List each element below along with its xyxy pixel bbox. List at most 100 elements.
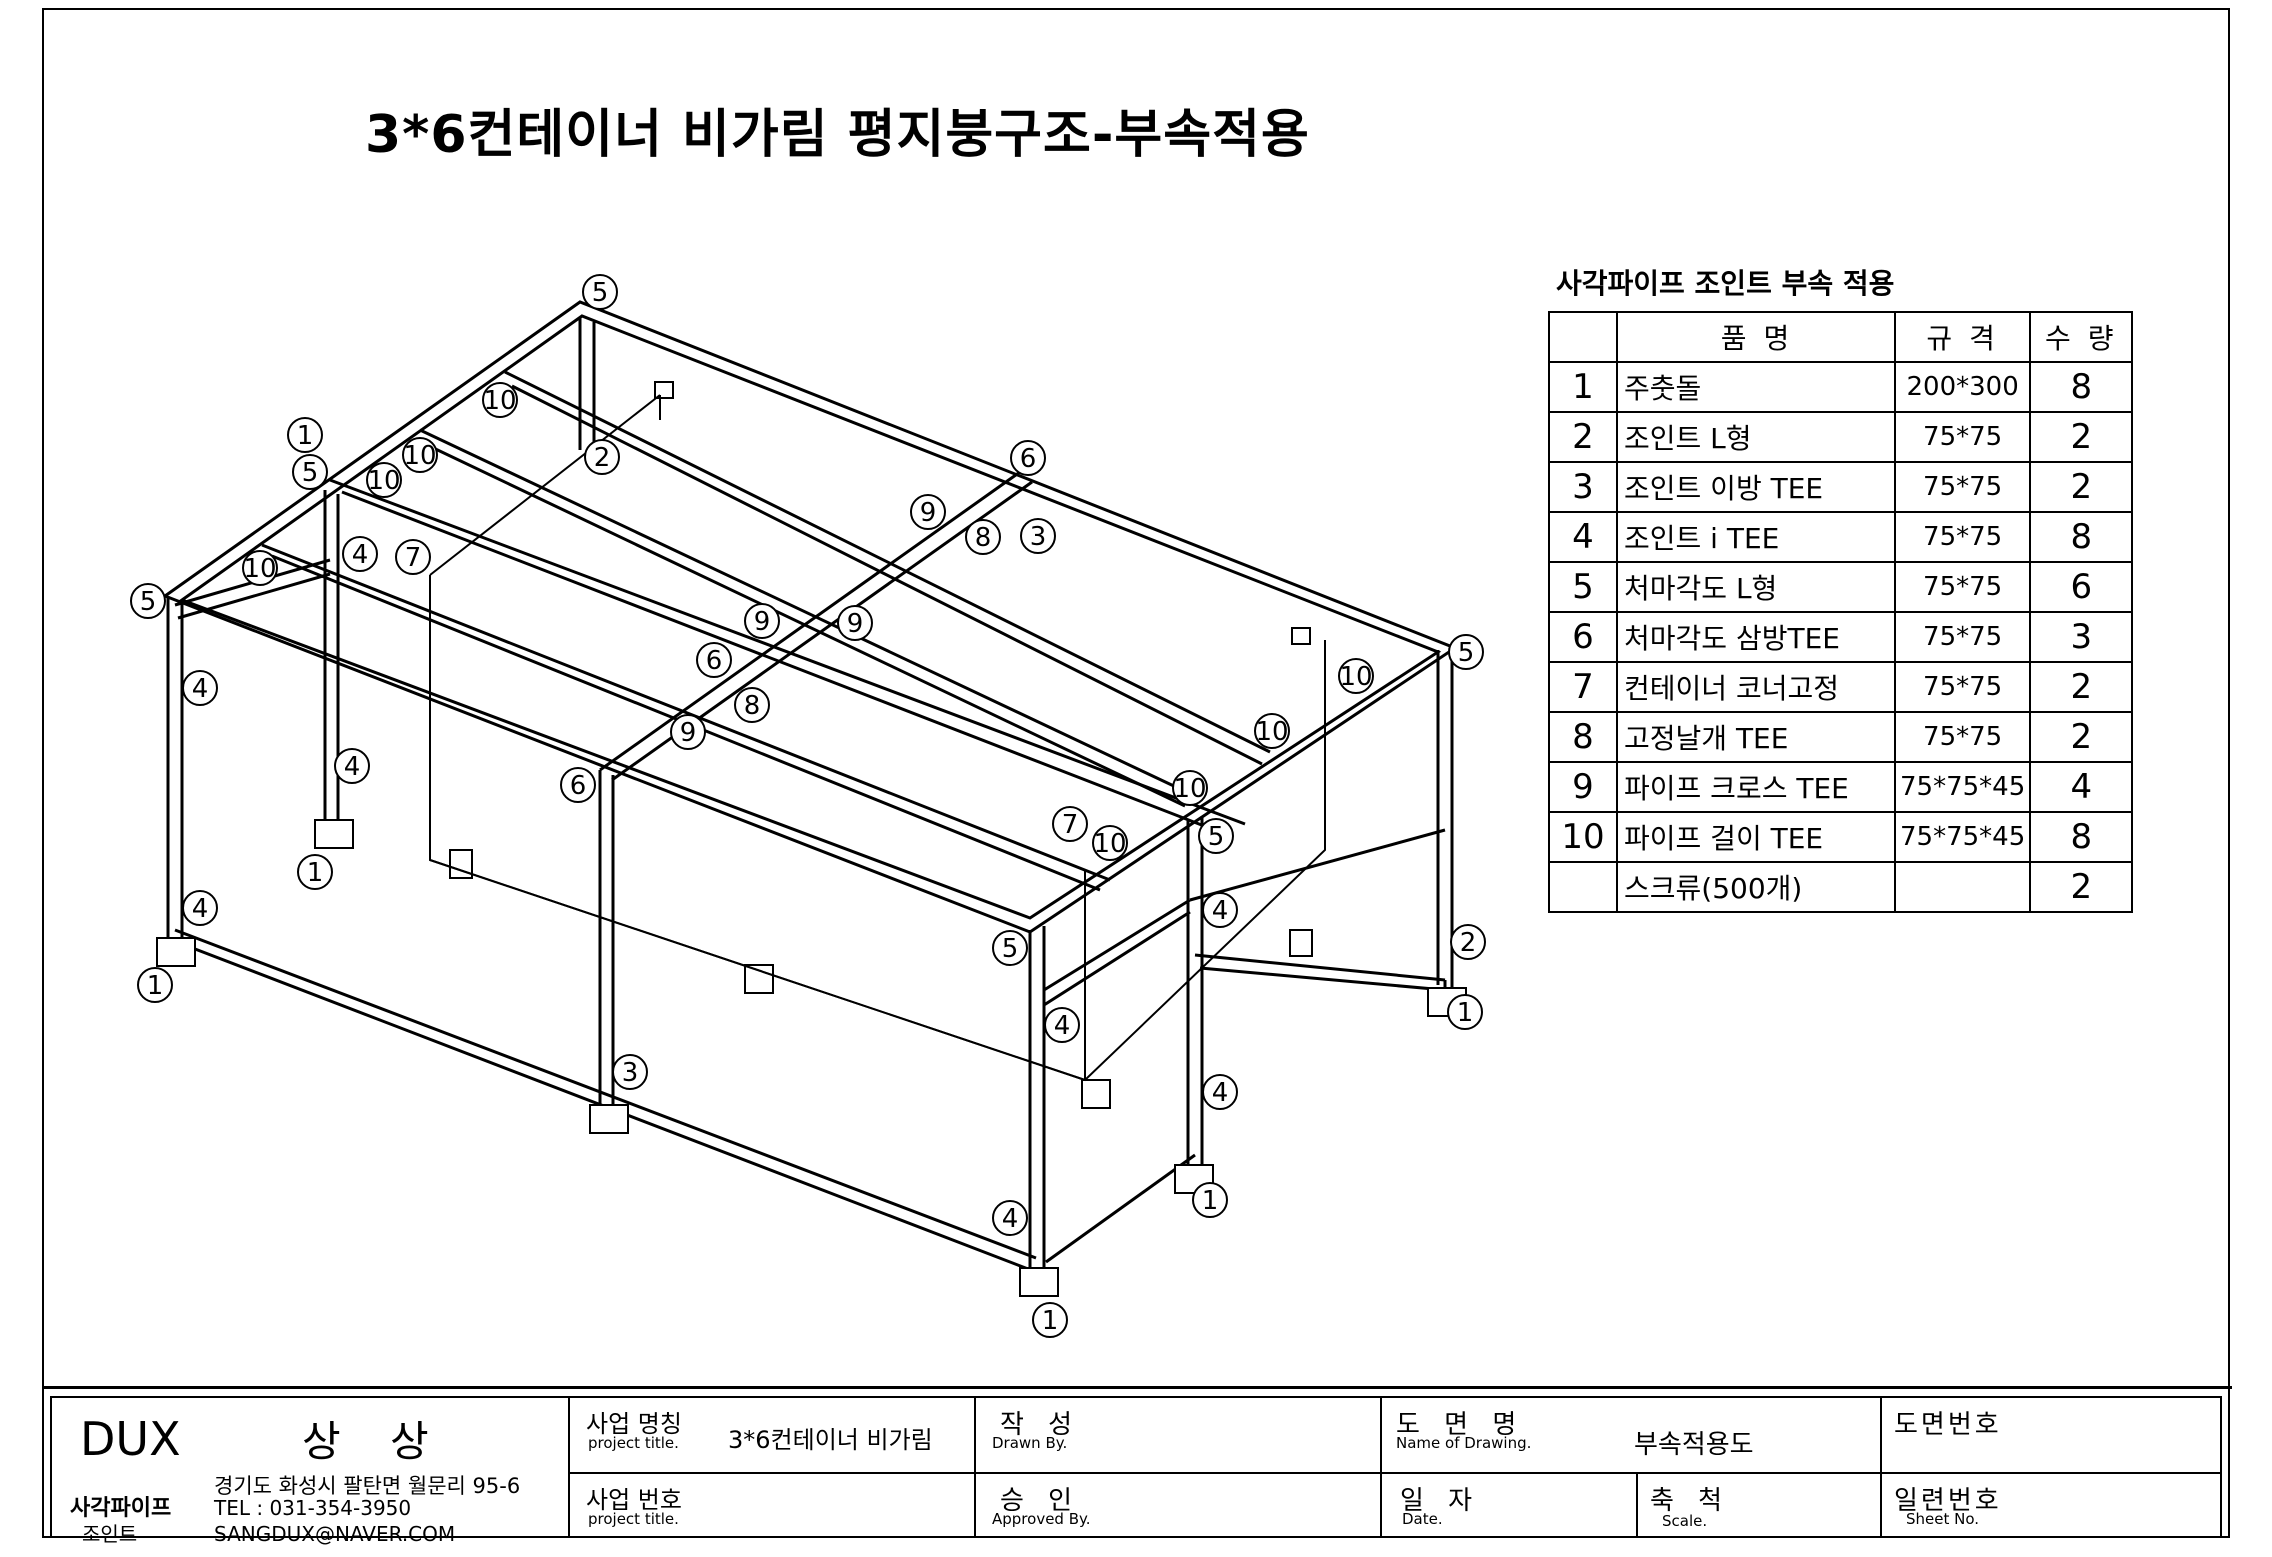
company-phone: TEL : 031-354-3950 [214, 1496, 412, 1520]
callout-circle [1020, 518, 1056, 554]
footing-stones [156, 819, 1467, 1297]
callout-number: 4 [192, 674, 209, 704]
callout-number: 9 [920, 498, 937, 528]
callout-number: 10 [367, 466, 400, 496]
callout-circle [582, 274, 618, 310]
project-no-label: 사업 번호 [586, 1486, 682, 1514]
mid-rail [1043, 898, 1191, 1007]
row-spec: 75*75 [1893, 711, 2032, 763]
project-name-value: 3*6컨테이너 비가림 [728, 1426, 933, 1454]
callout-10: 10 [482, 382, 518, 418]
callout-circle [366, 462, 402, 498]
callout-4: 4 [1202, 1074, 1238, 1110]
row-no: 9 [1548, 761, 1618, 813]
column [578, 318, 596, 455]
callout-4: 4 [334, 748, 370, 784]
callout-number: 8 [975, 523, 992, 553]
row-spec: 75*75 [1893, 561, 2032, 613]
callout-4: 4 [182, 670, 218, 706]
row-qty: 2 [2029, 661, 2134, 713]
callout-number: 4 [1002, 1204, 1019, 1234]
column [1028, 926, 1046, 1272]
callout-circle [992, 1200, 1028, 1236]
row-name: 조인트 i TEE [1616, 511, 1896, 563]
divider [1380, 1396, 1382, 1538]
row-no: 7 [1548, 661, 1618, 713]
bottom-rail [1194, 953, 1446, 992]
footing-stone [314, 819, 354, 849]
row-no [1548, 861, 1618, 913]
roof-center-beam [329, 478, 1246, 838]
callout-9: 9 [910, 494, 946, 530]
callout-5: 5 [130, 583, 166, 619]
container-corner-block [1291, 627, 1311, 645]
callout-number: 10 [483, 386, 516, 416]
callout-1: 1 [1032, 1302, 1068, 1338]
callout-number: 5 [1458, 638, 1475, 668]
callout-circle [292, 454, 328, 490]
row-no: 8 [1548, 711, 1618, 763]
approved-label: 승 인 [1000, 1486, 1081, 1516]
callout-circle [1044, 1007, 1080, 1043]
callout-circle [696, 642, 732, 678]
title-block-inner-right [2220, 1396, 2222, 1536]
callout-7: 7 [395, 539, 431, 575]
title-block-inner-left [50, 1396, 52, 1536]
row-qty: 8 [2029, 511, 2134, 563]
parts-table-title: 사각파이프 조인트 부속 적용 [1556, 267, 1895, 300]
callout-number: 1 [307, 858, 324, 888]
roof-purlin [504, 370, 1271, 766]
callout-4: 4 [342, 536, 378, 572]
row-spec: 75*75 [1893, 511, 2032, 563]
container-foot [1081, 1079, 1111, 1109]
row-no: 3 [1548, 461, 1618, 513]
company-address: 경기도 화성시 팔탄면 월문리 95-6 [214, 1474, 521, 1498]
row-name: 주춧돌 [1616, 361, 1896, 413]
row-spec [1893, 861, 2032, 913]
drawing-name-en: Name of Drawing. [1396, 1434, 1532, 1452]
callout-1: 1 [1192, 1182, 1228, 1218]
callout-circle [287, 417, 323, 453]
callout-circle [670, 714, 706, 750]
callout-number: 4 [1054, 1011, 1071, 1041]
row-no: 6 [1548, 611, 1618, 663]
drawing-sheet-border [42, 8, 2230, 1538]
callout-number: 9 [847, 609, 864, 639]
callout-8: 8 [734, 687, 770, 723]
product-line-1: 사각파이프 [70, 1496, 172, 1521]
sheet-no-en: Sheet No. [1906, 1510, 1980, 1528]
callout-10: 10 [1254, 713, 1290, 749]
callout-6: 6 [696, 642, 732, 678]
callout-2: 2 [584, 439, 620, 475]
header-no [1548, 311, 1618, 363]
title-block: DUX 상 상 사각파이프 조인트 경기도 화성시 팔탄면 월문리 95-6 T… [44, 1386, 2232, 1546]
drawing-title: 3*6컨테이너 비가림 평지붕구조-부속적용 [365, 105, 1310, 165]
divider [974, 1396, 976, 1538]
drawn-en: Drawn By. [992, 1434, 1068, 1452]
row-no: 5 [1548, 561, 1618, 613]
callout-circle [965, 519, 1001, 555]
callout-2: 2 [1450, 924, 1486, 960]
callout-number: 1 [1457, 998, 1474, 1028]
product-line-2: 조인트 [82, 1522, 138, 1546]
callout-5: 5 [292, 454, 328, 490]
row-name: 조인트 L형 [1616, 411, 1896, 463]
callout-circle [182, 890, 218, 926]
divider [1880, 1396, 1882, 1538]
column [166, 596, 184, 944]
callout-4: 4 [182, 890, 218, 926]
callout-number: 7 [1062, 810, 1079, 840]
drawing-no-label: 도면번호 [1894, 1410, 2002, 1440]
callout-number: 4 [1212, 896, 1229, 926]
callout-circle [182, 670, 218, 706]
divider [1636, 1474, 1638, 1538]
callout-number: 10 [1339, 662, 1372, 692]
row-qty: 8 [2029, 811, 2134, 863]
callout-circle [910, 494, 946, 530]
callout-10: 10 [1172, 770, 1208, 806]
callout-circle [1254, 713, 1290, 749]
callout-number: 5 [302, 458, 319, 488]
header-name: 품 명 [1616, 311, 1896, 363]
